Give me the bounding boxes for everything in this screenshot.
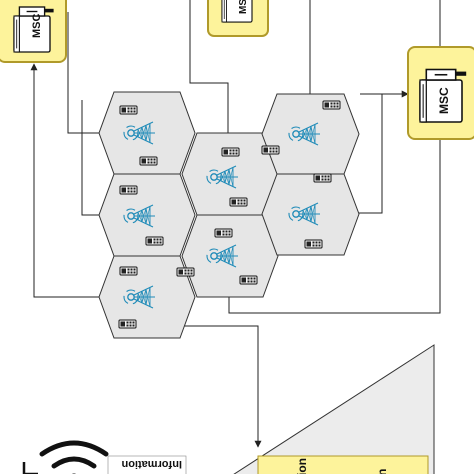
- mobile-phone-icon: [176, 267, 195, 277]
- link-bottom-left-hex-to-msc: [30, 63, 100, 298]
- msc-label: MSC: [31, 14, 43, 39]
- msc-left: MSC: [0, 0, 67, 63]
- wifi-edge-mark: [22, 462, 38, 474]
- connection-lines: [30, 0, 441, 448]
- mobile-phone-icon: [313, 173, 332, 183]
- triangle-panel: ion n: [233, 344, 435, 474]
- triangle-label-left: ion: [295, 458, 309, 474]
- mobile-phone-icon: [239, 275, 258, 285]
- mobile-phone-icon: [221, 147, 240, 157]
- mobile-phone-icon: [118, 319, 137, 329]
- msc-label: MSC: [437, 87, 451, 114]
- mobile-phone-icon: [261, 145, 280, 155]
- triangle-label-right: n: [375, 469, 389, 474]
- mobile-phone-icon: [304, 239, 323, 249]
- mobile-phone-icon: [214, 228, 233, 238]
- mobile-phone-icon: [119, 266, 138, 276]
- mobile-phone-icon: [119, 185, 138, 195]
- link-msc-left-middle: [81, 100, 102, 216]
- triangle-yellow-band: [257, 455, 429, 474]
- msc-label: MSC: [238, 0, 249, 14]
- msc-top: MSC: [207, 0, 269, 37]
- triangle-shape: [233, 344, 435, 474]
- link-top-msc-left: [189, 0, 229, 136]
- mobile-phone-icon: [229, 197, 248, 207]
- wifi-icon: [39, 440, 109, 474]
- link-bottom-right: [228, 140, 441, 314]
- mobile-phone-icon: [322, 100, 341, 110]
- information-box: [107, 455, 187, 474]
- mobile-phone-icon: [145, 236, 164, 246]
- mobile-phone-icon: [119, 105, 138, 115]
- information-label: Information: [121, 458, 182, 470]
- mobile-phone-icon: [139, 156, 158, 166]
- link-msc-left-upper: [67, 12, 102, 134]
- link-right-lower-hex: [358, 94, 383, 214]
- msc-right: MSC: [407, 46, 474, 140]
